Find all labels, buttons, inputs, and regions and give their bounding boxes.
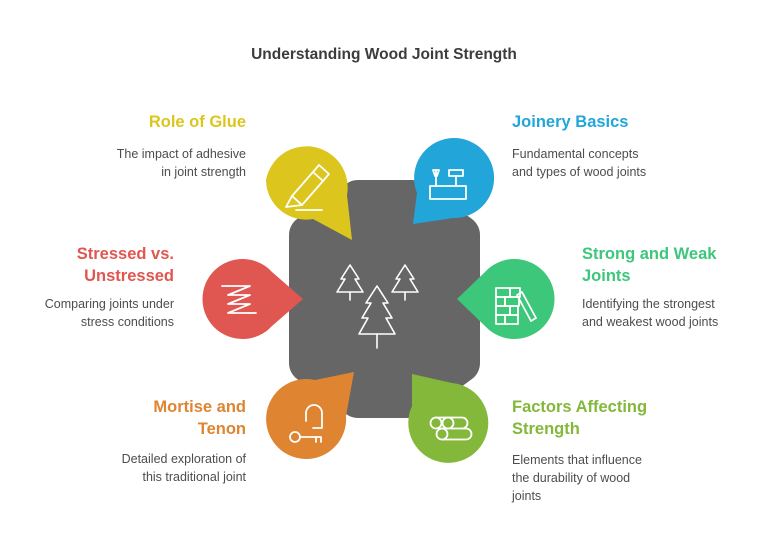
joinery-basics-description: Fundamental concepts and types of wood j… — [512, 147, 647, 179]
joinery-basics-label: Joinery Basics — [512, 113, 629, 131]
role-of-glue-node — [266, 146, 352, 240]
factors-node — [408, 374, 489, 463]
strong-weak-description: Identifying the strongest and weakest wo… — [582, 297, 719, 329]
role-of-glue-description: The impact of adhesive in joint strength — [116, 147, 246, 179]
role-of-glue-label: Role of Glue — [148, 113, 246, 131]
spring-icon — [221, 285, 257, 314]
glue-bottle-icon — [285, 164, 330, 211]
mortise-node — [266, 372, 354, 460]
page-title: Understanding Wood Joint Strength — [251, 46, 517, 63]
factors-description: Elements that influence the durability o… — [512, 453, 642, 503]
factors-label: Factors Affecting Strength — [512, 398, 648, 438]
stressed-label: Stressed vs. Unstressed — [76, 245, 174, 285]
trees-icon — [336, 264, 419, 349]
stressed-description: Comparing joints under stress conditions — [44, 297, 174, 329]
stacked-blocks-icon — [495, 287, 537, 325]
stressed-node — [202, 259, 303, 339]
strong-weak-label: Strong and Weak Joints — [582, 245, 717, 285]
mortise-label: Mortise and Tenon — [153, 398, 246, 438]
toolbox-icon — [429, 169, 467, 200]
logs-icon — [429, 416, 473, 441]
lock-key-icon — [289, 404, 323, 443]
joinery-basics-node — [413, 138, 495, 224]
mortise-description: Detailed exploration of this traditional… — [121, 452, 246, 484]
